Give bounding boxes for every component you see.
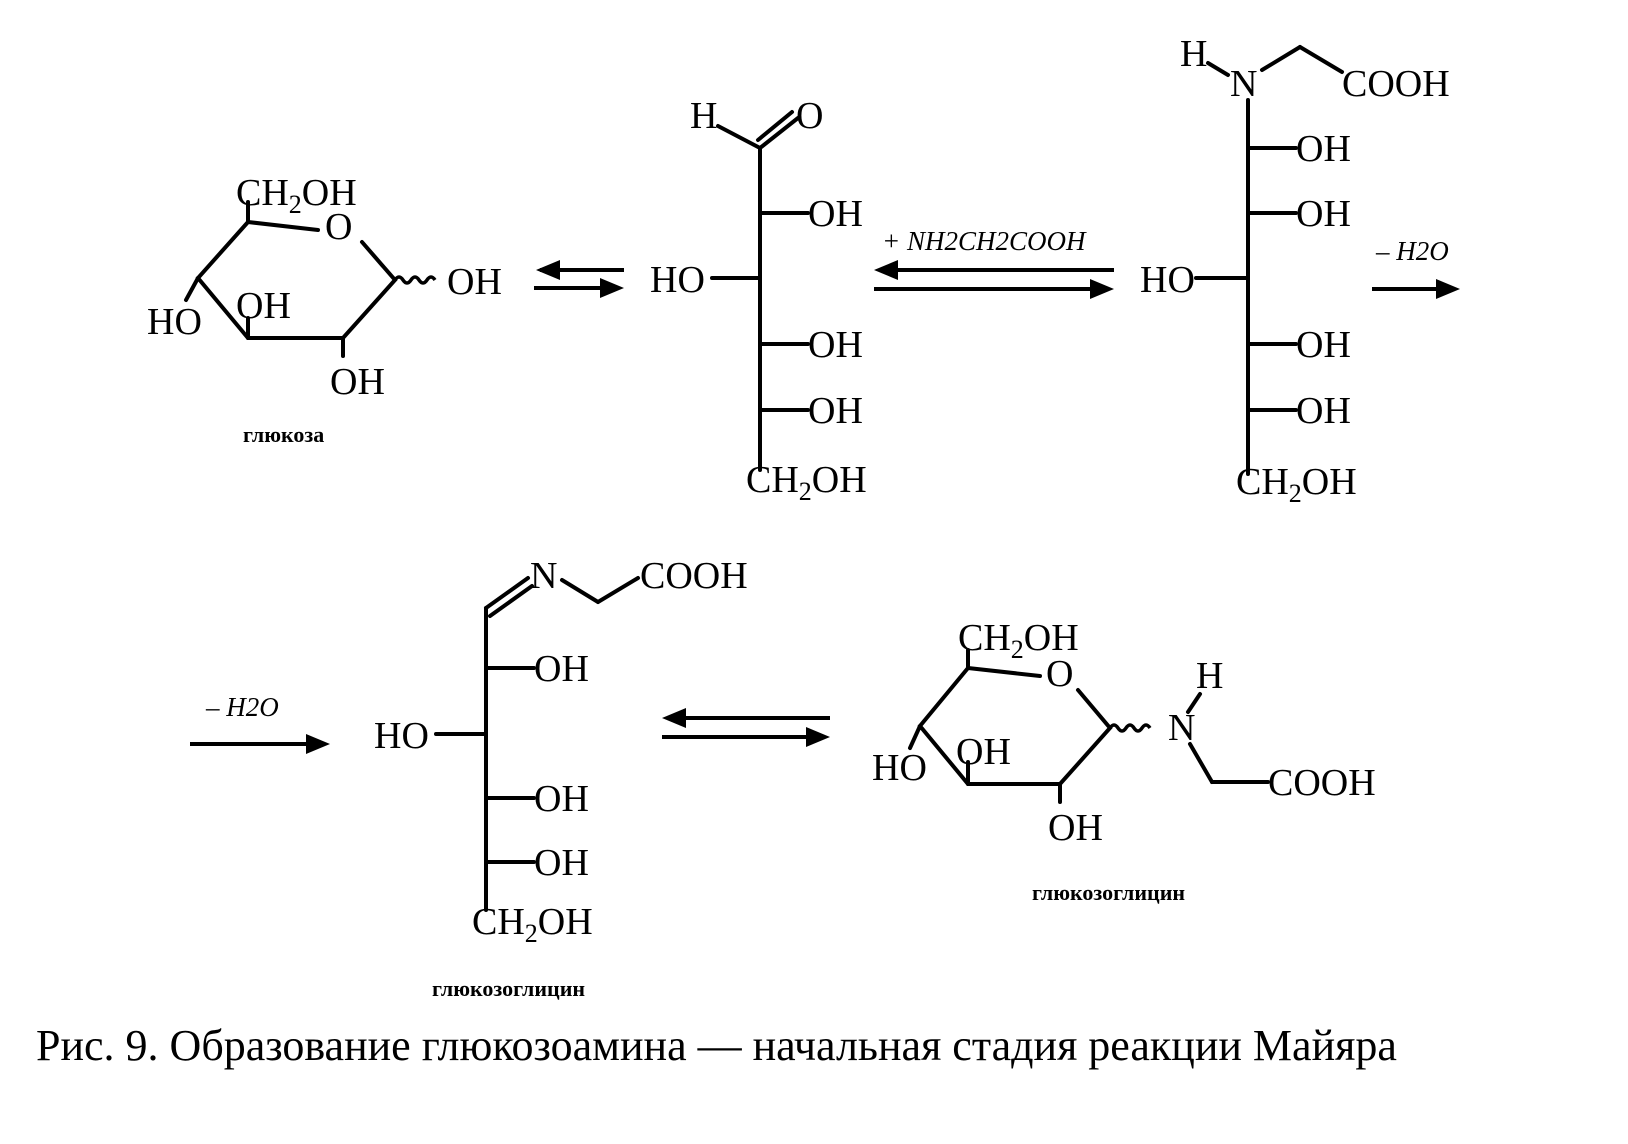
glucosoglycine-label: глюкозоглицин <box>432 976 585 1001</box>
glycine-adduct-structure: H N COOH OH OH HO OH OH CH2OH <box>1140 33 1450 508</box>
oh-label: OH <box>534 648 589 690</box>
oh-label: OH <box>330 361 385 403</box>
open-chain-glucose-structure: H O OH HO OH OH CH2OH <box>650 95 867 506</box>
cooh-label: COOH <box>1342 63 1450 105</box>
h-label: H <box>1180 33 1207 75</box>
oh-label: OH <box>534 778 589 820</box>
h-label: H <box>1196 655 1223 697</box>
h-label: H <box>690 95 717 137</box>
carbonyl-oxygen-label: O <box>796 95 823 137</box>
oh-label: OH <box>1296 193 1351 235</box>
ch2oh-label: CH2OH <box>472 901 593 948</box>
ho-label: HO <box>147 301 202 343</box>
figure-caption: Рис. 9. Образование глюкозоамина — начал… <box>36 1021 1397 1070</box>
oh-label: OH <box>956 731 1011 773</box>
schiff-base-structure: N COOH OH HO OH OH CH2OH глюкозоглицин <box>374 555 748 1001</box>
oh-label: OH <box>808 324 863 366</box>
glucosoglycine-label: глюкозоглицин <box>1032 880 1185 905</box>
glycine-addition-arrow: + NH2CH2COOH <box>874 226 1114 299</box>
ring-oxygen-label: O <box>1046 653 1073 695</box>
oh-label: OH <box>1296 390 1351 432</box>
equilibrium-arrow <box>662 708 830 747</box>
ch2oh-label: CH2OH <box>746 459 867 506</box>
cooh-label: COOH <box>1268 762 1376 804</box>
ring-oxygen-label: O <box>325 206 352 248</box>
dehydration-arrow: – H2O <box>190 692 330 754</box>
ho-label: HO <box>650 259 705 301</box>
oh-label: OH <box>1048 807 1103 849</box>
water-loss-label: – H2O <box>1375 236 1449 266</box>
oh-label: OH <box>447 261 502 303</box>
glucose-ring-structure: CH2OH O OH HO OH OH глюкоза <box>147 172 502 447</box>
glucose-label: глюкоза <box>243 422 324 447</box>
water-loss-label: – H2O <box>205 692 279 722</box>
nitrogen-label: N <box>1230 63 1257 105</box>
oh-label: OH <box>1296 324 1351 366</box>
ho-label: HO <box>374 715 429 757</box>
dehydration-arrow: – H2O <box>1372 236 1460 299</box>
cooh-label: COOH <box>640 555 748 597</box>
nitrogen-label: N <box>1168 707 1195 749</box>
glucosoglycine-ring-structure: N H COOH CH2OH O HO OH OH глюкозоглицин <box>872 617 1376 905</box>
glycine-reagent-label: + NH2CH2COOH <box>882 226 1087 256</box>
oh-label: OH <box>1296 128 1351 170</box>
ho-label: HO <box>1140 259 1195 301</box>
oh-label: OH <box>808 390 863 432</box>
nitrogen-label: N <box>530 555 557 597</box>
ch2oh-label: CH2OH <box>1236 461 1357 508</box>
oh-label: OH <box>534 842 589 884</box>
equilibrium-arrow <box>534 260 624 298</box>
oh-label: OH <box>808 193 863 235</box>
ho-label: HO <box>872 747 927 789</box>
oh-label: OH <box>236 285 291 327</box>
